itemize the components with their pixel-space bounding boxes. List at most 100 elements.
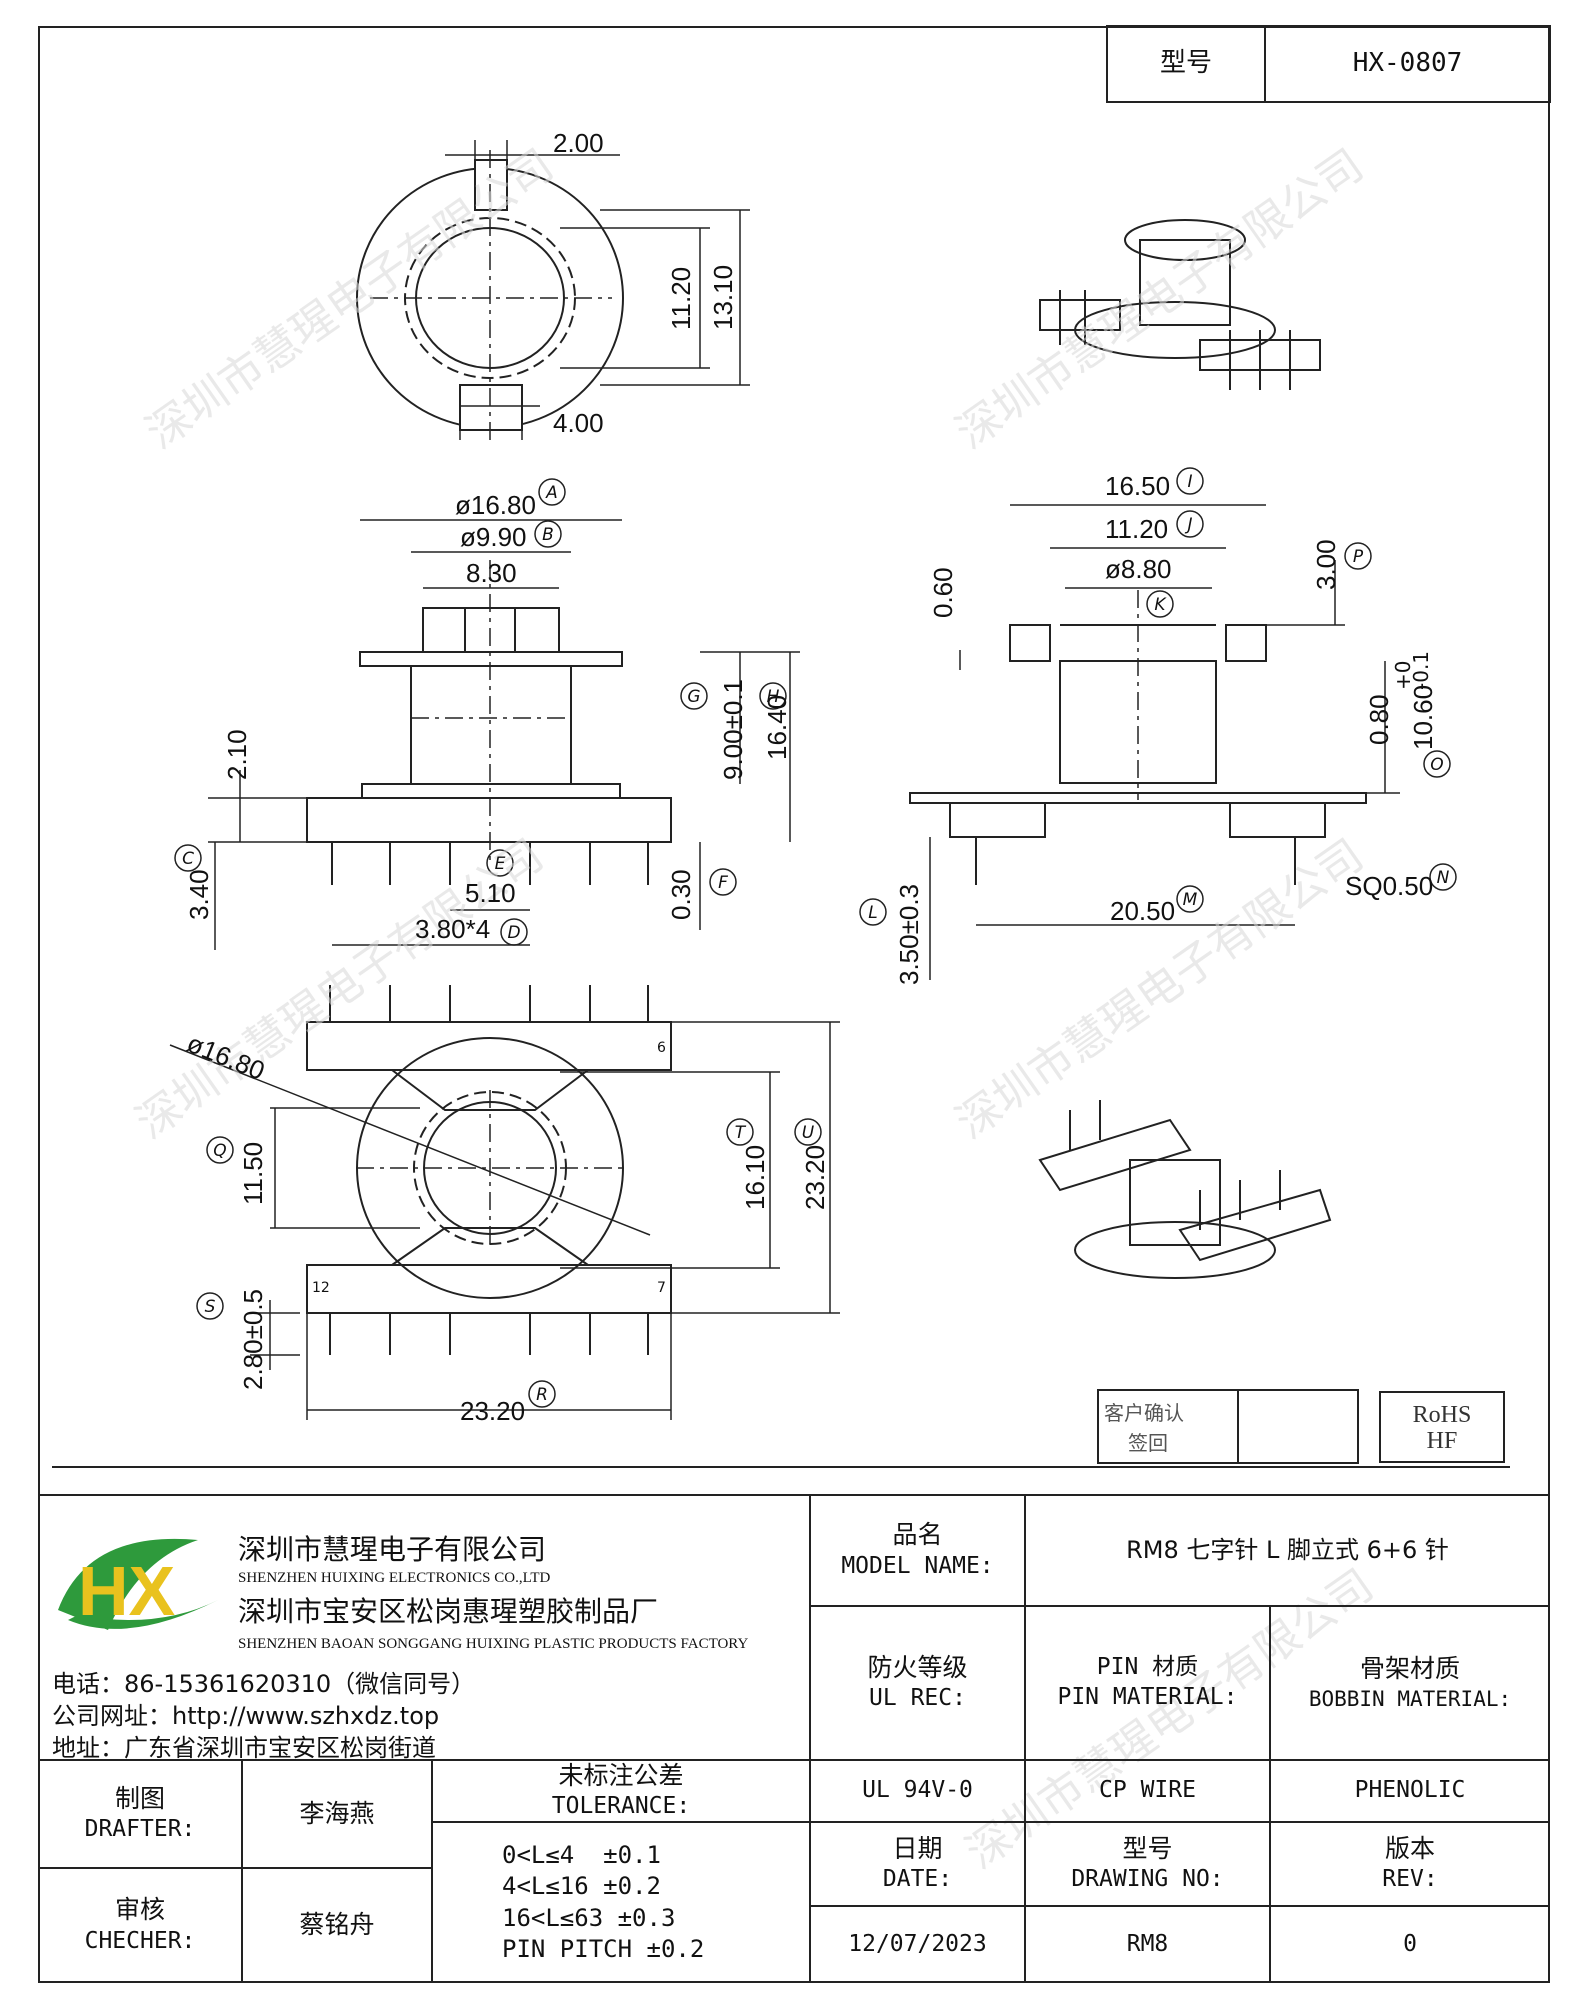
iso-view-top [1039, 219, 1321, 390]
drawing-cn: 型号 [1122, 1833, 1173, 1863]
tolerance-row: 16<L≤63 ±0.3 [502, 1903, 676, 1932]
pin-label-7: 7 [657, 1280, 666, 1296]
bobbin-material-value: PHENOLIC [1354, 1777, 1466, 1804]
tolerance-list: 0<L≤4 ±0.1 4<L≤16 ±0.2 16<L≤63 ±0.3 PIN … [432, 1822, 810, 1983]
dim-h-340: 3.40 [184, 869, 214, 920]
tag-e: E [495, 854, 506, 874]
drawing-sheet [38, 26, 1550, 1983]
tag-c: C [182, 849, 194, 869]
hf-label: HF [1427, 1428, 1458, 1454]
rev-en: REV: [1382, 1866, 1438, 1893]
header-box [1106, 25, 1551, 103]
tolerance-row: 0<L≤4 ±0.1 [502, 1841, 661, 1870]
tag-n: N [1437, 868, 1450, 888]
company-name-cn: 深圳市慧瑆电子有限公司 [238, 1533, 547, 1566]
tag-j: J [1184, 515, 1192, 535]
company-website[interactable]: 公司网址：http://www.szhxdz.top [52, 1702, 440, 1730]
checker-value: 蔡铭舟 [299, 1910, 375, 1940]
tag-d: D [507, 923, 520, 943]
dim-w-r: 23.20 [460, 1396, 525, 1426]
tag-b: B [542, 525, 554, 545]
factory-name-en: SHENZHEN BAOAN SONGGANG HUIXING PLASTIC … [238, 1636, 749, 1652]
dim-outer-h: 13.10 [708, 265, 738, 330]
ul-label: 防火等级 UL REC: [810, 1606, 1025, 1760]
side-view [909, 504, 1400, 980]
date-label: 日期 DATE: [810, 1822, 1025, 1906]
bobbin-material-label: 骨架材质 BOBBIN MATERIAL: [1270, 1606, 1550, 1760]
dim-sq-n: SQ0.50 [1345, 871, 1433, 901]
tolerance-en: TOLERANCE: [551, 1793, 691, 1820]
dim-d-k: ø8.80 [1105, 554, 1172, 584]
tag-h: H [767, 687, 780, 707]
tag-u: U [802, 1123, 815, 1143]
model-name-cn: 品名 [892, 1520, 943, 1550]
company-address: 地址：广东省深圳市宝安区松岗街道 [52, 1734, 436, 1762]
rev-cn: 版本 [1384, 1833, 1435, 1863]
model-name-en: MODEL NAME: [841, 1552, 994, 1579]
dim-h-060: 0.60 [928, 567, 958, 618]
dim-h-q: 11.50 [238, 1142, 268, 1205]
drawing-no-value: RM8 [1126, 1930, 1169, 1957]
tag-i: I [1187, 472, 1192, 492]
tag-q: Q [213, 1141, 226, 1161]
dim-w-j: 11.20 [1105, 514, 1168, 544]
tag-l: L [868, 903, 877, 923]
drafter-label: 制图 DRAFTER: [38, 1760, 242, 1868]
drafter-value: 李海燕 [299, 1798, 375, 1828]
pin-cn: PIN 材质 [1096, 1654, 1199, 1681]
dim-tol-o-minus: -0.1 [1409, 651, 1433, 690]
ul-cn: 防火等级 [867, 1652, 968, 1682]
tolerance-label: 未标注公差 TOLERANCE: [432, 1760, 810, 1822]
checker-cn: 审核 [114, 1895, 165, 1925]
header-model-value: HX-0807 [1352, 48, 1463, 79]
date-value: 12/07/2023 [848, 1930, 987, 1957]
dim-slot-top: 2.00 [553, 128, 604, 158]
bobbin-en: BOBBIN MATERIAL: [1308, 1686, 1512, 1711]
tag-a: A [545, 483, 558, 503]
dim-pitch-e: 5.10 [465, 878, 516, 908]
dim-h-l: 3.50±0.3 [894, 884, 924, 985]
company-logo: HX [58, 1538, 218, 1630]
customer-confirm-line1: 客户确认 [1104, 1401, 1184, 1425]
dim-h-g: 9.00±0.1 [718, 679, 748, 780]
dim-h-h: 16.40 [762, 695, 792, 760]
tag-f: F [718, 873, 728, 893]
drafter-cn: 制图 [114, 1783, 165, 1813]
tag-s: S [205, 1297, 216, 1317]
pin-en: PIN MATERIAL: [1057, 1684, 1238, 1710]
date-en: DATE: [882, 1866, 953, 1893]
ul-en: UL REC: [869, 1685, 966, 1712]
model-name-value: RM8 七字针 L 脚立式 6+6 针 [1126, 1535, 1449, 1564]
checker-en: CHECHER: [84, 1927, 196, 1954]
dim-d-b: ø9.90 [460, 522, 527, 552]
pin-material-value: CP WIRE [1099, 1777, 1196, 1804]
pin-material-label: PIN 材质 PIN MATERIAL: [1025, 1606, 1270, 1760]
dim-h-s: 2.80±0.5 [238, 1289, 268, 1390]
drafter-en: DRAFTER: [84, 1816, 196, 1843]
dim-h-030: 0.30 [666, 869, 696, 920]
drawing-no-label: 型号 DRAWING NO: [1025, 1822, 1270, 1906]
tag-o: O [1430, 755, 1443, 775]
customer-confirm-line2: 签回 [1128, 1431, 1168, 1455]
iso-view-bottom [1038, 1100, 1332, 1279]
tag-t: T [735, 1123, 747, 1143]
tolerance-row: 4<L≤16 ±0.2 [502, 1872, 661, 1901]
dim-h-080: 0.80 [1364, 694, 1394, 745]
logo-letters: HX [78, 1552, 176, 1630]
pin-label-6: 6 [657, 1040, 666, 1056]
pin-label-12: 12 [312, 1280, 330, 1296]
rohs-label: RoHS [1413, 1402, 1472, 1428]
dim-pitch-d: 3.80*4 [415, 914, 490, 944]
top-view [356, 140, 750, 440]
dim-h-o: 10.60 [1408, 685, 1438, 750]
tag-m: M [1183, 890, 1198, 910]
tag-p: P [1353, 547, 1364, 567]
tag-r: R [536, 1385, 548, 1405]
date-cn: 日期 [892, 1833, 943, 1863]
tolerance-cn: 未标注公差 [558, 1760, 684, 1790]
drawing-en: DRAWING NO: [1071, 1866, 1224, 1893]
bottom-view [169, 985, 840, 1420]
rev-value: 0 [1403, 1930, 1417, 1957]
